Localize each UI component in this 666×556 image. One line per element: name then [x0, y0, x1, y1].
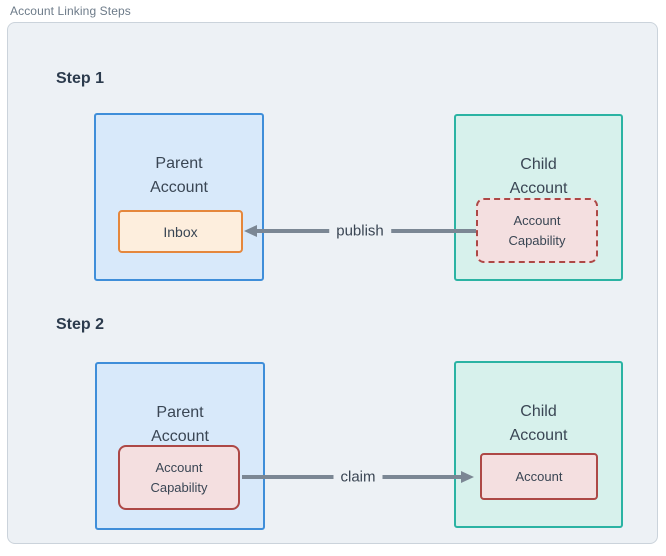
step-2-claim-arrow: claim — [242, 468, 474, 486]
step-2-parent-account-title: Parent Account — [151, 404, 209, 445]
step-2-arrow-label: claim — [333, 468, 383, 486]
diagram-canvas: Step 1 Parent Account Inbox Child Accoun… — [7, 22, 658, 544]
arrow-right-head-icon — [461, 471, 474, 483]
step-1-inbox-box: Inbox — [118, 210, 243, 253]
step-1-parent-account-box: Parent Account — [94, 113, 264, 281]
step-1-child-account-title: Child Account — [509, 156, 568, 197]
step-1-account-capability-box: Account Capability — [476, 198, 598, 263]
step-2-label: Step 2 — [56, 316, 105, 333]
step-1-publish-arrow: publish — [244, 222, 476, 240]
step-1-inbox-label: Inbox — [163, 223, 198, 240]
arrow-left-head-icon — [244, 225, 257, 237]
step-2-account-box: Account — [480, 453, 598, 500]
step-1-account-capability-label: Account Capability — [508, 212, 566, 248]
diagram-title: Account Linking Steps — [10, 4, 131, 18]
step-2-child-account-title: Child Account — [509, 403, 568, 444]
step-2-account-capability-label: Account Capability — [150, 459, 208, 495]
step-2-account-capability-box: Account Capability — [118, 445, 240, 510]
step-1-label: Step 1 — [56, 70, 105, 87]
step-1-arrow-label: publish — [329, 222, 391, 240]
step-2-account-label: Account — [515, 468, 563, 484]
step-1-parent-account-title: Parent Account — [150, 155, 208, 196]
step-2-child-account-box: Child Account — [454, 361, 623, 528]
